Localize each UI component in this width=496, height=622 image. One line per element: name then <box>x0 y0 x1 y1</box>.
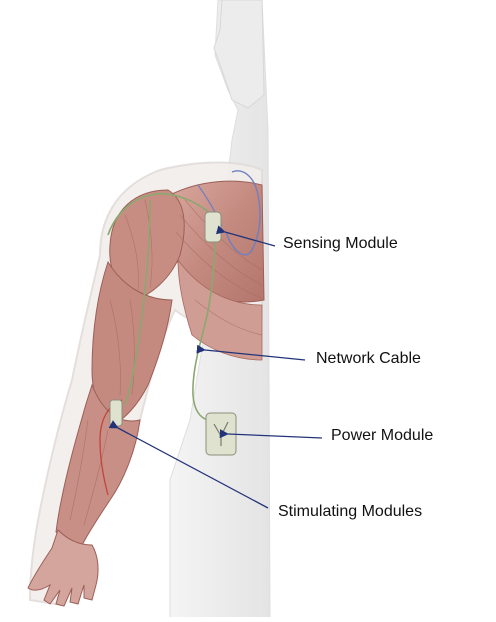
stimulating-module-device <box>109 399 123 427</box>
muscle-striations <box>69 199 263 526</box>
hand <box>27 529 99 607</box>
power-module-arrow <box>219 429 323 439</box>
sensing-module-arrow <box>215 225 276 247</box>
power-module-label: Power Module <box>331 427 434 444</box>
serratus-muscle <box>177 258 263 361</box>
stimulating-modules-arrow <box>108 420 269 509</box>
stimulating-modules-label: Stimulating Modules <box>278 503 423 520</box>
network-cable-label: Network Cable <box>316 350 421 367</box>
network-cable-arrow <box>196 344 306 361</box>
blue-sensing-lead <box>225 170 261 256</box>
upper-arm-muscle <box>91 260 173 426</box>
sensing-module-device <box>204 211 222 243</box>
head-silhouette <box>213 0 265 109</box>
sensing-module-label: Sensing Module <box>283 235 398 252</box>
